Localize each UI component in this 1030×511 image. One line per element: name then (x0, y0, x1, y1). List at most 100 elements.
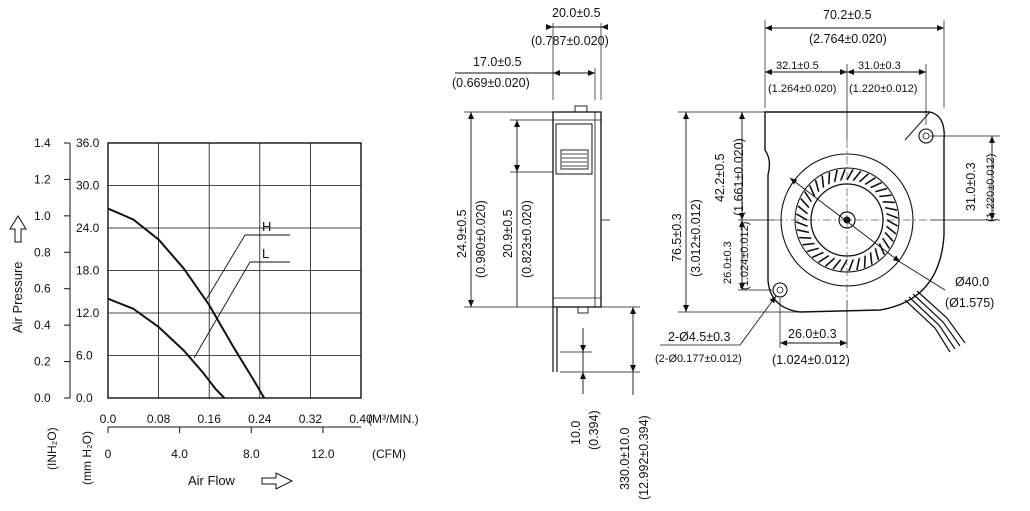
impeller-blade (818, 254, 830, 264)
curve-h-leader (205, 234, 246, 301)
performance-curve-chart: 0.00.20.40.60.81.01.21.4 0.06.012.018.02… (9, 136, 419, 490)
impeller-blade (886, 225, 897, 235)
mount-hole-bottom (772, 282, 788, 298)
dim-front-height-center-in: (1.661±0.020) (732, 138, 746, 216)
x-tick-label-cfm: 12.0 (311, 447, 335, 461)
x-tick-label-m3: 0.40 (349, 412, 373, 426)
y-unit-inh2o: (INH₂O) (45, 427, 59, 470)
curve-h (107, 207, 266, 399)
y-ticks-mmh2o: 0.06.012.018.024.030.036.0 (76, 136, 100, 405)
y-tick-label-mmh2o: 12.0 (76, 306, 100, 320)
impeller-blade (884, 206, 898, 211)
front-view-dimensions: 70.2±0.5 (2.764±0.020) 32.1±0.5 (1.264±0… (655, 8, 997, 367)
impeller-blade (814, 179, 820, 192)
dim-lead-long: 330.0±10.0 (618, 427, 632, 490)
front-view-drawing (660, 20, 1000, 353)
impeller-blade (796, 229, 810, 234)
dim-side-width-body-in: (0.669±0.020) (452, 76, 530, 90)
curve-label-l: L (262, 246, 269, 261)
curve-l-leader (193, 261, 251, 359)
impeller-blade (864, 176, 876, 186)
y-tick-label-inh2o: 1.4 (34, 136, 51, 150)
impeller-blade (797, 205, 808, 215)
y-tick-label-mmh2o: 0.0 (76, 391, 93, 405)
y-tick-label-inh2o: 0.6 (34, 282, 51, 296)
x-tick-label-m3: 0.32 (299, 412, 323, 426)
dim-hub-diameter: Ø40.0 (955, 275, 989, 289)
impeller-blade (858, 173, 869, 183)
x-ticks-cfm: 0 4.0 8.0 12.0 (105, 427, 335, 461)
impeller-blade (886, 212, 899, 219)
impeller-blade (806, 247, 819, 253)
x-tick-label-m3: 0.0 (100, 412, 117, 426)
dim-lead-short: 10.0 (569, 421, 583, 445)
dim-front-height-total: 76.5±0.3 (670, 213, 684, 262)
dim-front-width-total: 70.2±0.5 (823, 8, 872, 22)
dim-hole-spacing-in: (1.024±0.012) (772, 353, 850, 367)
x-tick-label-m3: 0.08 (147, 412, 171, 426)
front-view-housing (764, 111, 945, 313)
dim-front-width-total-in: (2.764±0.020) (809, 32, 887, 46)
y-axis-label: Air Pressure (10, 261, 25, 333)
y-tick-label-inh2o: 0.2 (34, 355, 51, 369)
y-tick-label-mmh2o: 24.0 (76, 221, 100, 235)
dim-front-height-total-in: (3.012±0.012) (689, 199, 703, 277)
x-tick-label-m3: 0.16 (198, 412, 222, 426)
x-ticks-m3: 0.0 0.08 0.16 0.24 0.32 0.40 (100, 412, 373, 426)
dim-front-height-center: 42.2±0.5 (713, 153, 727, 202)
chart-grid (107, 142, 362, 399)
dim-lead-long-in: (12.992±0.394) (637, 415, 651, 500)
y-axis-arrow-icon (9, 215, 27, 243)
dim-side-width-total-in: (0.787±0.020) (531, 34, 609, 48)
y-tick-label-inh2o: 0.0 (34, 391, 51, 405)
impeller-blade (802, 242, 815, 246)
impeller-blade (882, 201, 895, 204)
dim-front-width-right-in: (1.220±0.012) (849, 83, 917, 95)
dim-side-width-body: 17.0±0.5 (473, 55, 522, 69)
x-tick-label-cfm: 8.0 (243, 447, 260, 461)
dim-side-width-total: 20.0±0.5 (552, 6, 601, 20)
impeller-blade (825, 257, 836, 267)
y-tick-label-inh2o: 0.4 (34, 318, 51, 332)
curve-l (107, 297, 226, 399)
impeller-blade (848, 259, 855, 272)
dim-lead-short-in: (0.394) (587, 410, 601, 450)
wire-harness (904, 290, 966, 353)
dim-mount-holes: 2-Ø4.5±0.3 (668, 330, 730, 344)
side-view-housing (552, 111, 602, 308)
impeller-blade (879, 194, 892, 198)
y-tick-label-mmh2o: 30.0 (76, 179, 100, 193)
dim-front-height-hole: 26.0±0.3 (722, 241, 734, 284)
impeller-blade (833, 169, 838, 183)
impeller-blade (799, 236, 812, 239)
dim-side-height-b: 20.9±0.5 (501, 209, 515, 258)
y-unit-mmh2o: (mm H₂O) (80, 431, 94, 485)
x-unit-m3: (M³/MIN.) (368, 412, 419, 426)
dim-hub-diameter-in: (Ø1.575) (945, 296, 994, 310)
y-tick-label-inh2o: 1.2 (34, 172, 51, 186)
impeller-blade (881, 237, 891, 249)
curve-series (107, 207, 266, 399)
x-tick-label-m3: 0.24 (248, 412, 272, 426)
impeller-blade (832, 259, 842, 270)
dim-hole-spacing: 26.0±0.3 (788, 327, 837, 341)
y-tick-label-inh2o: 0.8 (34, 245, 51, 259)
impeller-blade (795, 221, 808, 228)
y-tick-label-mmh2o: 6.0 (76, 349, 93, 363)
impeller-blade (863, 255, 866, 268)
y-ticks-inh2o: 0.00.20.40.60.81.01.21.4 (34, 136, 71, 405)
impeller-blade (856, 257, 861, 271)
dim-front-height-hole-in: (1.024±0.012) (739, 222, 751, 290)
impeller-blade (875, 187, 888, 193)
dim-front-right-offset: 31.0±0.3 (964, 162, 978, 211)
x-tick-label-cfm: 0 (105, 447, 112, 461)
x-unit-cfm: (CFM) (372, 447, 406, 461)
impeller-blade (839, 168, 846, 181)
impeller-blade (884, 231, 894, 242)
dim-front-width-right: 31.0±0.3 (858, 60, 901, 72)
x-tick-label-cfm: 4.0 (171, 447, 188, 461)
curve-label-h: H (262, 219, 271, 234)
impeller-blade (840, 259, 848, 272)
dim-mount-holes-in: (2-Ø0.177±0.012) (655, 353, 742, 365)
